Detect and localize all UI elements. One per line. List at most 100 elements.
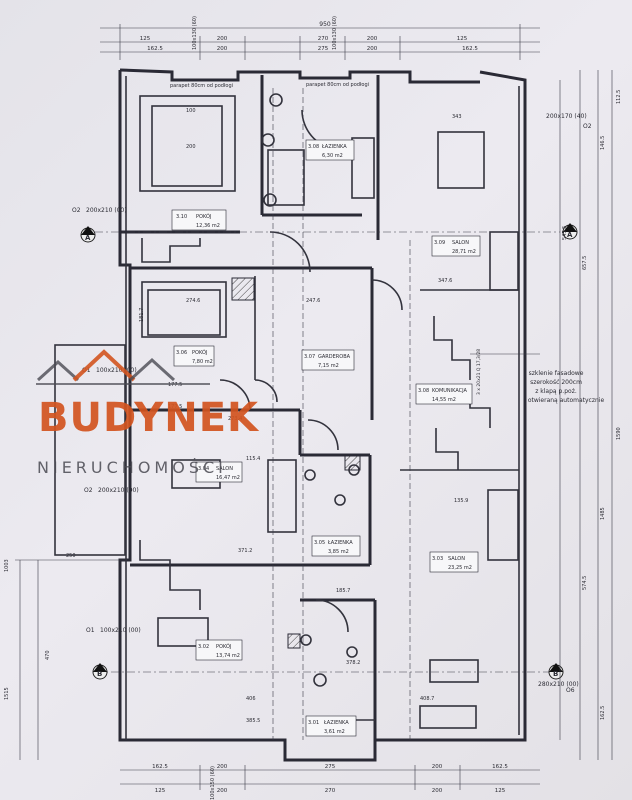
dim-left-250: 250 (66, 553, 76, 559)
dim-int-0: 100 (186, 108, 196, 114)
window-size-right: 200x170 (40) (546, 113, 587, 120)
dim-int-2: 343 (452, 114, 462, 120)
room-name: SALON (452, 240, 469, 246)
room-name: KOMUNIKACJA (432, 388, 468, 394)
watermark-subtitle: NIERUCHOMOŚCI (37, 458, 227, 477)
room-area: 28,71 m2 (452, 249, 476, 255)
room-tag-pokoj-1: 3.10 POKÓJ 12,36 m2 (171, 209, 227, 231)
interior-dimensions: 100 200 343 347.6 274.6 247.6 177.5 177.… (139, 108, 468, 724)
room-tag-pokoj-3: 3.02 POKÓJ 13,74 m2 (195, 639, 243, 661)
room-num: 3.09 (434, 240, 445, 246)
stair-label: 3 x 20x21 Q 17,3/28 (476, 349, 482, 395)
dim-int-3: 347.6 (438, 278, 452, 284)
door-code-right: O6 (566, 687, 575, 694)
dim-right-4: 574.5 (582, 576, 588, 590)
dim-bottom-r1-1: 200 (217, 764, 228, 770)
dim-top-r2-4: 125 (457, 36, 468, 42)
dim-int-11: 185.7 (336, 588, 350, 594)
dim-int-15: 115.4 (246, 456, 260, 462)
sill-notes: parapet 80cm od podłogi parapet 80cm od … (170, 82, 369, 89)
room-name: ŁAZIENKA (327, 540, 353, 546)
budynek-logo-icon (36, 349, 210, 385)
facade-note-line-3: z klapą p.poż. (535, 388, 577, 395)
dim-right-7: 162.5 (600, 706, 606, 720)
dim-right-3: 657.5 (582, 256, 588, 270)
dim-bottom-r1-0: 162.5 (152, 764, 168, 770)
window-size-b: 100x210 (00) (96, 367, 137, 374)
dim-int-7: 177.5 (168, 404, 182, 410)
dim-bottom-r1-2: 275 (325, 764, 336, 770)
facade-note-line-2: szerokość 200cm (530, 379, 582, 386)
watermark-brand: BUDYNEK (38, 395, 260, 441)
dim-top-r2-3: 200 (367, 36, 378, 42)
room-num: 3.05 (314, 540, 325, 546)
dim-int-17: 385.5 (246, 718, 260, 724)
sill-note-1: parapet 80cm od podłogi (170, 83, 233, 89)
dim-right-5: 545.5 (562, 226, 568, 240)
dim-left-vert-1: 1003 (4, 559, 10, 572)
room-num: 3.07 (304, 354, 315, 360)
dim-int-8: 273.4 (228, 416, 242, 422)
room-area: 7,15 m2 (318, 363, 339, 369)
dim-int-14: 378.2 (346, 660, 360, 666)
room-tag-salon-2: 3.04 SALON 16,47 m2 (195, 461, 243, 483)
room-area: 7,80 m2 (192, 359, 213, 365)
dim-bottom-r2-2: 270 (325, 788, 336, 794)
dim-top-r3-3: 200 (367, 46, 378, 52)
window-size-c: 200x210 (00) (98, 487, 139, 494)
dim-int-5: 247.6 (306, 298, 320, 304)
room-num: 3.01 (308, 720, 319, 726)
room-area: 3,85 m2 (328, 549, 349, 555)
dim-top-r2-1: 200 (217, 36, 228, 42)
room-area: 13,74 m2 (216, 653, 240, 659)
room-num: 3.02 (198, 644, 209, 650)
window-label-bottom: 100x150 (60) (210, 766, 216, 800)
sill-note-2: parapet 80cm od podłogi (306, 82, 369, 88)
door-swings (219, 109, 403, 633)
dim-bottom-r2-3: 200 (432, 788, 443, 794)
room-name: POKÓJ (192, 349, 207, 356)
dim-bottom-r2-4: 125 (495, 788, 506, 794)
section-a-left: A (85, 234, 91, 242)
axis-lines (95, 88, 560, 740)
section-a-right: A (567, 231, 573, 239)
dim-bottom-r2-0: 125 (155, 788, 166, 794)
room-tag-lazienka-2: 3.05 ŁAZIENKA 3,85 m2 (311, 535, 361, 557)
dim-right-0: 112.5 (616, 90, 622, 104)
building-outline (118, 68, 527, 762)
room-tag-lazienka-1: 3.08 ŁAZIENKA 6,30 m2 (305, 139, 355, 161)
top-dimension-lines: 950 125 200 270 200 125 162.5 200 275 20… (100, 16, 540, 60)
dim-left-470: 470 (45, 650, 51, 660)
facade-note: szklenie fasadowe szerokość 200cm z klap… (470, 349, 604, 404)
room-name: SALON (216, 466, 233, 472)
dim-right-2: 1485 (600, 507, 606, 520)
dim-left-vert-0: 1515 (4, 687, 10, 700)
dim-top-r2-0: 125 (140, 36, 151, 42)
dim-top-overall: 950 (319, 21, 331, 28)
dim-right-6: 146.5 (600, 136, 606, 150)
window-label-top-left: 100x130 (60) (192, 16, 198, 50)
dim-bottom-r2-1: 200 (217, 788, 228, 794)
window-size-a: 200x210 (00) (86, 207, 127, 214)
window-code-right: O2 (583, 123, 592, 130)
room-num: 3.08 (418, 388, 429, 394)
window-code-a: O2 (72, 207, 81, 214)
dim-int-10: 371.2 (238, 548, 252, 554)
room-area: 16,47 m2 (216, 475, 240, 481)
furniture (139, 93, 519, 729)
right-annotations: O2 200x170 (40) O6 280x210 (00) 112.5 15… (538, 70, 622, 760)
dim-int-12: 406 (246, 696, 256, 702)
door-size-right: 280x210 (00) (538, 681, 579, 688)
window-code-d: O1 (86, 627, 95, 634)
dim-top-r3-2: 275 (318, 46, 329, 52)
room-tag-komunikacja: 3.08 KOMUNIKACJA 14,55 m2 (415, 383, 473, 405)
dim-int-1: 200 (186, 144, 196, 150)
facade-note-line-1: szklenie fasadowe (529, 370, 584, 377)
dim-bottom-r1-3: 200 (432, 764, 443, 770)
room-tag-pokoj-2: 3.06 POKÓJ 7,80 m2 (173, 345, 215, 367)
facade-note-line-4: otwieraną automatycznie (528, 397, 605, 404)
room-tag-lazienka-3: 3.01 ŁAZIENKA 3,61 m2 (305, 715, 357, 737)
room-area: 12,36 m2 (196, 223, 220, 229)
